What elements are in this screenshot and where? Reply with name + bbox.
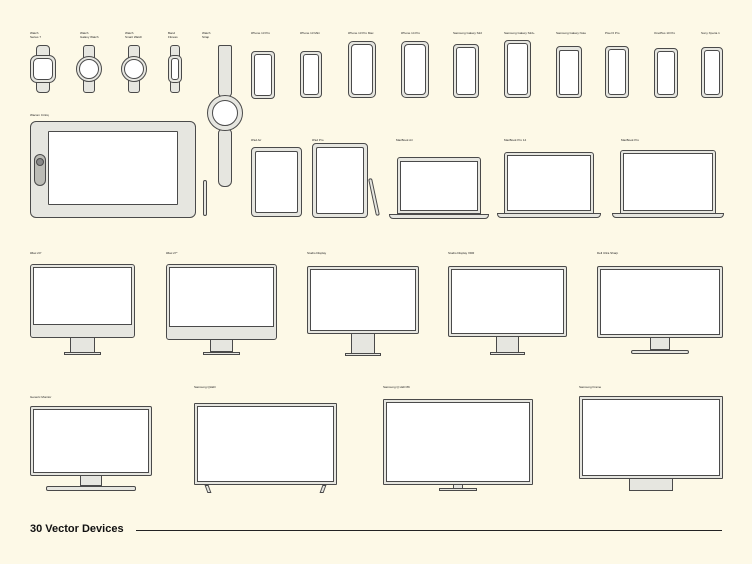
fitness-band — [168, 45, 182, 93]
label-macbook-3: MacBook Pro — [621, 138, 640, 142]
ipad-2 — [312, 143, 368, 218]
label-monitor-4: Studio Display XDR — [448, 251, 475, 255]
label-phone-10: Sony Xperia 1 — [701, 31, 720, 35]
ipad-1 — [251, 147, 302, 217]
analog-style-smartwatch — [207, 45, 243, 217]
macbook-1 — [389, 155, 489, 219]
label-phone-5: Samsung Galaxy S22 — [453, 31, 483, 35]
label-tv-1: Samsung QLED — [194, 385, 216, 389]
phone-3 — [348, 41, 376, 98]
label-phone-9: OnePlus 10 Pro — [654, 31, 676, 35]
tv-2 — [383, 399, 533, 493]
studio-display — [307, 266, 419, 356]
phone-9 — [654, 48, 678, 98]
label-phone-7: Samsung Galaxy Note — [556, 31, 587, 35]
label-monitor-6: Generic Monitor — [30, 395, 52, 399]
macbook-3 — [612, 148, 724, 219]
label-monitor-2: iMac 27" — [166, 251, 178, 255]
phone-2 — [300, 51, 322, 98]
tv-3 — [579, 396, 723, 493]
dell-monitor — [597, 266, 723, 356]
label-watch-2: Watch Galaxy Watch — [80, 31, 99, 39]
phone-4 — [401, 41, 429, 98]
imac-24 — [30, 264, 135, 356]
pen-display-tablet — [30, 121, 196, 218]
label-tv-3: Samsung Frame — [579, 385, 602, 389]
label-tv-2: Samsung Q LED 8K — [383, 385, 411, 389]
phone-10 — [701, 47, 723, 98]
apple-pencil — [368, 177, 380, 217]
phone-7 — [556, 46, 582, 98]
phone-8 — [605, 46, 629, 98]
label-macbook-2: MacBook Pro 14 — [504, 138, 527, 142]
label-monitor-3: Studio Display — [307, 251, 327, 255]
label-ipad-1: iPad Air — [251, 138, 262, 142]
macbook-2 — [497, 150, 601, 219]
tv-1 — [194, 403, 337, 493]
label-monitor-5: Dell Ultra Sharp — [597, 251, 619, 255]
label-watch-4: Watch Strap — [202, 31, 211, 39]
generic-monitor — [30, 406, 152, 492]
label-phone-1: iPhone 13 Pro — [251, 31, 271, 35]
label-watch-1: Watch Series 7 — [30, 31, 42, 39]
label-band: Band Fitness — [168, 31, 178, 39]
label-phone-6: Samsung Galaxy S22+ — [504, 31, 535, 35]
label-ipad-2: iPad Pro — [312, 138, 324, 142]
smartwatch-round — [76, 45, 102, 93]
stylus-pen — [203, 180, 207, 216]
label-monitor-1: iMac 24" — [30, 251, 42, 255]
imac-27 — [166, 264, 277, 356]
label-phone-2: iPhone 13 Mini — [300, 31, 320, 35]
label-phone-4: iPhone 14 Pro — [401, 31, 421, 35]
divider-line — [136, 530, 722, 531]
smartwatch-round-2 — [121, 45, 147, 93]
label-watch-3: Watch Smart Watch — [125, 31, 143, 39]
page-title: 30 Vector Devices — [30, 523, 124, 535]
phone-6 — [504, 40, 531, 98]
phone-1 — [251, 51, 275, 99]
phone-5 — [453, 44, 479, 98]
studio-display-xdr — [448, 266, 567, 356]
label-phone-8: Pixel 6 Pro — [605, 31, 620, 35]
label-macbook-1: MacBook Air — [396, 138, 413, 142]
smartwatch-square — [30, 45, 56, 93]
label-phone-3: iPhone 13 Pro Max — [348, 31, 374, 35]
label-pen-tablet: Wacom Cintiq — [30, 113, 49, 117]
